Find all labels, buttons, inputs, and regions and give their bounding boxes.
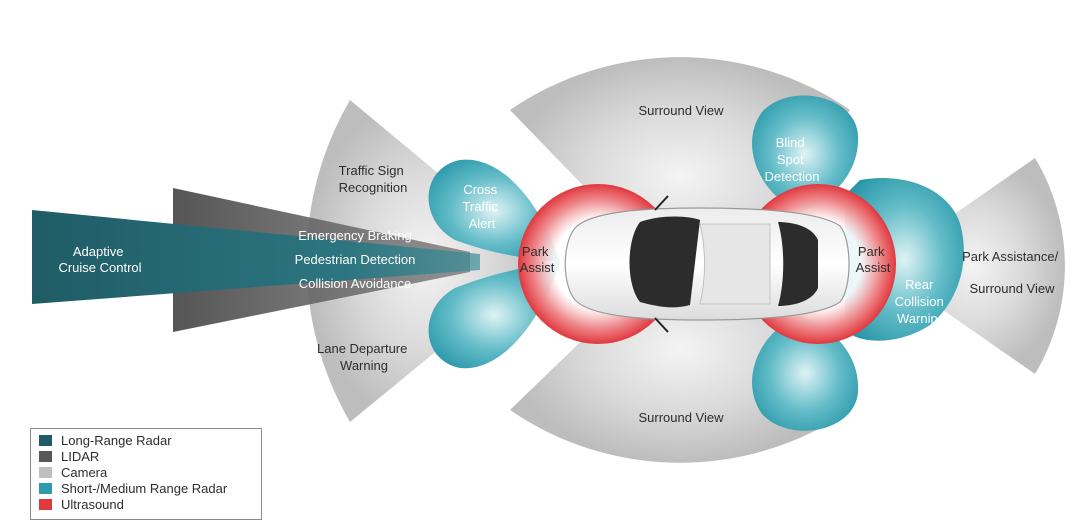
legend-item: Camera xyxy=(39,464,253,480)
legend-item: LIDAR xyxy=(39,448,253,464)
legend-label: Short-/Medium Range Radar xyxy=(61,480,228,496)
label-adaptive-cruise-control: Adaptive Cruise Control xyxy=(58,244,141,275)
legend-label: Camera xyxy=(61,464,108,480)
car-mirror-top xyxy=(654,195,669,211)
label-traffic-sign-recognition: Traffic Sign Recognition xyxy=(339,163,408,195)
legend-swatch-camera xyxy=(39,466,52,478)
label-surround-view-top: Surround View xyxy=(638,103,724,118)
radar-lobe-blind-spot-top xyxy=(752,95,859,212)
legend-label: LIDAR xyxy=(61,448,100,464)
camera-sector-rear xyxy=(880,158,1065,374)
legend-label: Ultrasound xyxy=(61,496,124,512)
legend-swatch-long-range-radar xyxy=(39,434,52,446)
label-blind-spot-detection: Blind Spot Detection xyxy=(765,135,820,184)
legend-swatch-ultrasound xyxy=(39,498,52,510)
label-rear-collision-warning: Rear Collision Warning xyxy=(895,277,948,326)
car-mirror-bottom xyxy=(654,317,669,333)
car-top-view xyxy=(564,195,850,333)
label-cross-traffic-alert: Cross Traffic Alert xyxy=(462,182,501,231)
car-windshield xyxy=(629,216,700,308)
long-range-radar-beam xyxy=(32,210,480,304)
legend-label: Long-Range Radar xyxy=(61,432,172,448)
car-roof xyxy=(699,223,771,305)
label-park-assist-rear: Park Assist xyxy=(856,244,891,275)
legend-swatch-lidar xyxy=(39,450,52,462)
label-surround-view-bottom: Surround View xyxy=(638,410,724,425)
label-collision-avoidance: Collision Avoidance xyxy=(299,276,412,291)
legend-item: Ultrasound xyxy=(39,496,253,512)
radar-lobe-blind-spot-bottom xyxy=(752,316,859,431)
legend-swatch-short-medium-radar xyxy=(39,482,52,494)
car-rear-window xyxy=(778,222,818,306)
legend-item: Long-Range Radar xyxy=(39,432,253,448)
legend-item: Short-/Medium Range Radar xyxy=(39,480,253,496)
label-lane-departure-warning: Lane Departure Warning xyxy=(317,341,411,373)
legend: Long-Range Radar LIDAR Camera Short-/Med… xyxy=(30,428,262,520)
label-park-assist-front: Park Assist xyxy=(520,244,555,275)
label-pedestrian-detection: Pedestrian Detection xyxy=(295,252,416,267)
label-park-assistance-surround-view: Park Assistance/ Surround View xyxy=(962,249,1062,296)
label-emergency-braking: Emergency Braking xyxy=(298,228,411,243)
